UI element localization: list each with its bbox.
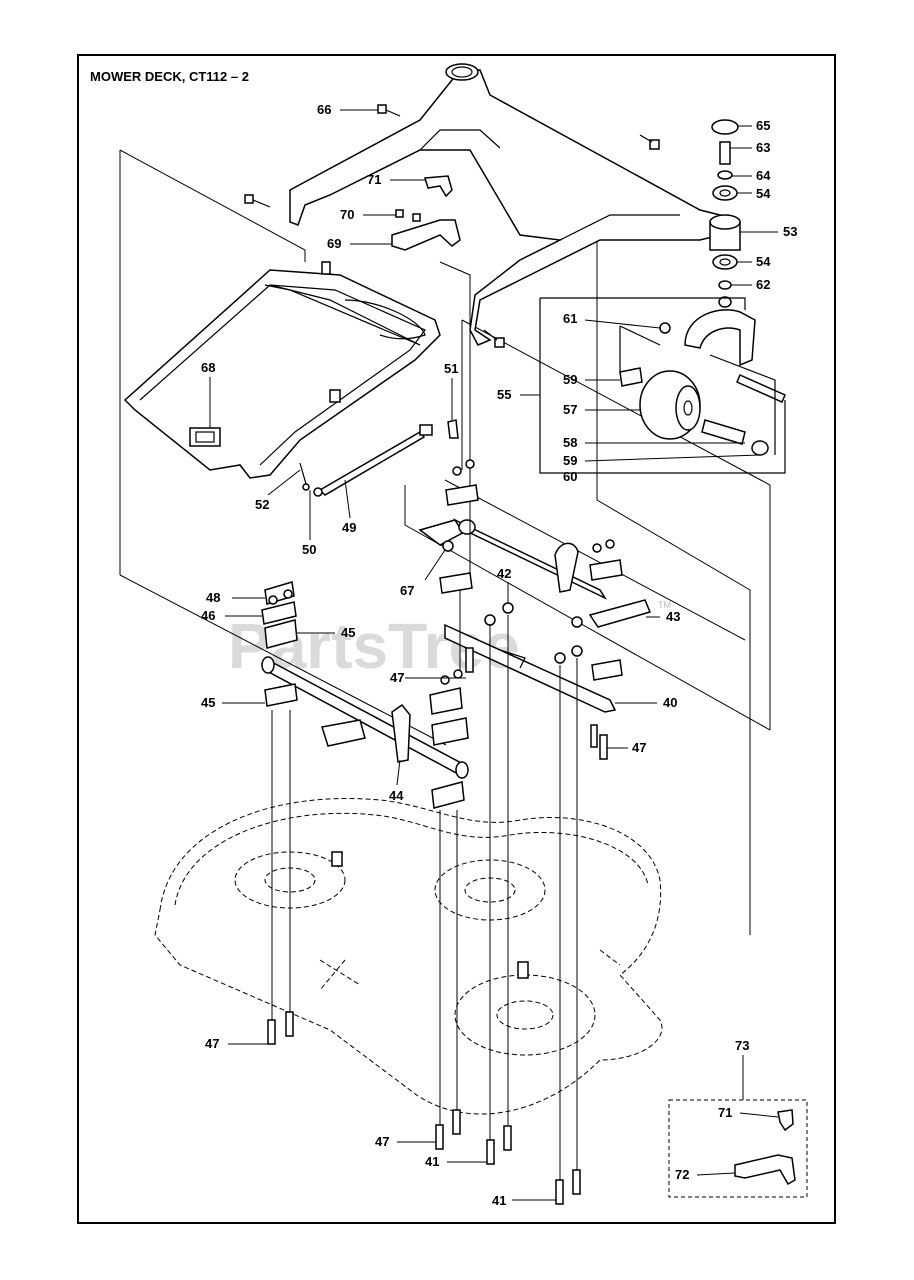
callout-46: 46 — [201, 608, 215, 623]
callout-64: 64 — [756, 168, 771, 183]
callout-47-bottom: 47 — [375, 1134, 389, 1149]
callout-71-kit: 71 — [718, 1105, 732, 1120]
callout-71: 71 — [367, 172, 381, 187]
assembly-leader-lines — [271, 505, 578, 1180]
callout-47-left: 47 — [205, 1036, 219, 1051]
deck-frame-68 — [123, 261, 441, 479]
callout-57: 57 — [563, 402, 577, 417]
bracket-69 — [391, 209, 461, 251]
callout-62: 62 — [756, 277, 770, 292]
callout-44: 44 — [389, 788, 404, 803]
callout-48: 48 — [206, 590, 220, 605]
callout-41-upper: 41 — [425, 1154, 439, 1169]
mower-deck — [154, 798, 663, 1115]
callout-45-lower: 45 — [201, 695, 215, 710]
bottom-bolts — [267, 1011, 581, 1205]
callout-72: 72 — [675, 1167, 689, 1182]
callout-53: 53 — [783, 224, 797, 239]
callout-42: 42 — [497, 566, 511, 581]
callout-47-mid: 47 — [390, 670, 404, 685]
callout-68: 68 — [201, 360, 215, 375]
callout-49: 49 — [342, 520, 356, 535]
front-axle-assembly — [261, 581, 469, 809]
callout-59-upper: 59 — [563, 372, 577, 387]
callout-73: 73 — [735, 1038, 749, 1053]
callout-leaders — [209, 109, 779, 1201]
callout-65: 65 — [756, 118, 770, 133]
callout-50: 50 — [302, 542, 316, 557]
callout-54-upper: 54 — [756, 186, 771, 201]
gauge-wheel-assembly — [539, 119, 786, 474]
clip-71 — [424, 175, 453, 198]
rear-axle-assembly — [418, 459, 652, 760]
callout-69: 69 — [327, 236, 341, 251]
callout-70: 70 — [340, 207, 354, 222]
callout-54-lower: 54 — [756, 254, 771, 269]
watermark-trademark: TM — [658, 600, 671, 610]
callout-60: 60 — [563, 469, 577, 484]
callout-63: 63 — [756, 140, 770, 155]
lift-rod-49 — [299, 419, 459, 497]
callout-51: 51 — [444, 361, 458, 376]
callout-55: 55 — [497, 387, 511, 402]
callout-59-lower: 59 — [563, 453, 577, 468]
kit-73 — [668, 1055, 808, 1198]
callout-40: 40 — [663, 695, 677, 710]
diagram-frame — [77, 54, 836, 1224]
lift-frame — [289, 63, 721, 346]
callout-52: 52 — [255, 497, 269, 512]
callout-45-upper: 45 — [341, 625, 355, 640]
callout-41-lower: 41 — [492, 1193, 506, 1208]
callout-58: 58 — [563, 435, 577, 450]
callout-47-right: 47 — [632, 740, 646, 755]
callout-61: 61 — [563, 311, 577, 326]
callout-43: 43 — [666, 609, 680, 624]
callout-67: 67 — [400, 583, 414, 598]
diagram-title: MOWER DECK, CT112 – 2 — [90, 69, 249, 84]
assembly-reference-lines — [119, 149, 771, 935]
callout-labels: 66 71 70 69 68 52 50 49 51 65 63 64 54 5… — [201, 102, 797, 1208]
callout-66: 66 — [317, 102, 331, 117]
upper-bolts — [244, 104, 660, 348]
